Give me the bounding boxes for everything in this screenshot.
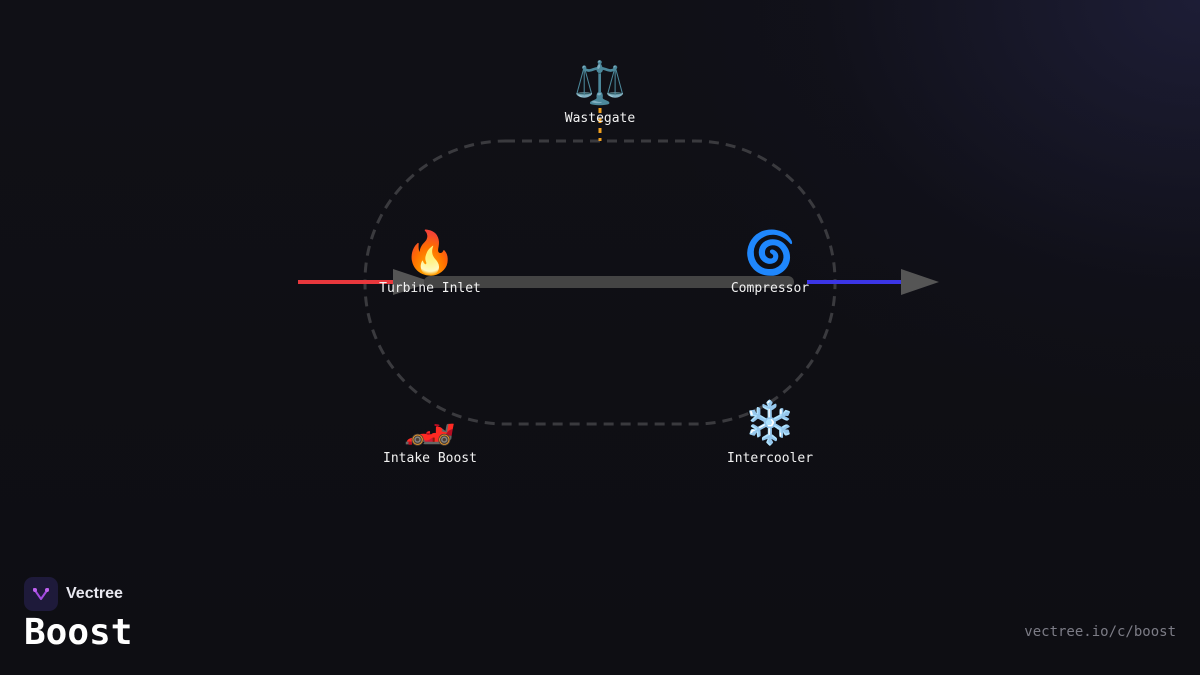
page-url[interactable]: vectree.io/c/boost bbox=[1024, 624, 1176, 640]
node-compressor: 🌀 Compressor bbox=[690, 228, 850, 298]
node-turbine-inlet: 🔥 Turbine Inlet bbox=[350, 228, 510, 298]
scale-icon: ⚖️ bbox=[573, 58, 627, 107]
brand[interactable]: Vectree bbox=[24, 577, 123, 611]
brand-name: Vectree bbox=[66, 585, 123, 602]
node-label: Intercooler bbox=[726, 451, 814, 466]
node-intake-boost: 🏎️ Intake Boost bbox=[350, 398, 510, 468]
node-label: Compressor bbox=[730, 281, 810, 296]
node-label: Turbine Inlet bbox=[379, 281, 481, 296]
air-outflow-arrowhead bbox=[901, 269, 939, 295]
node-wastegate: ⚖️ Wastegate bbox=[520, 58, 680, 128]
node-label: Wastegate bbox=[564, 111, 636, 126]
race-car-icon: 🏎️ bbox=[403, 398, 457, 447]
fire-icon: 🔥 bbox=[403, 228, 457, 277]
node-intercooler: ❄️ Intercooler bbox=[690, 398, 850, 468]
node-label: Intake Boost bbox=[383, 451, 477, 466]
snowflake-icon: ❄️ bbox=[743, 398, 797, 447]
page-title: Boost bbox=[24, 612, 133, 653]
swirl-icon: 🌀 bbox=[743, 228, 797, 277]
vectree-logo-icon bbox=[24, 577, 58, 611]
exhaust-inflow-arrowhead bbox=[393, 269, 432, 295]
